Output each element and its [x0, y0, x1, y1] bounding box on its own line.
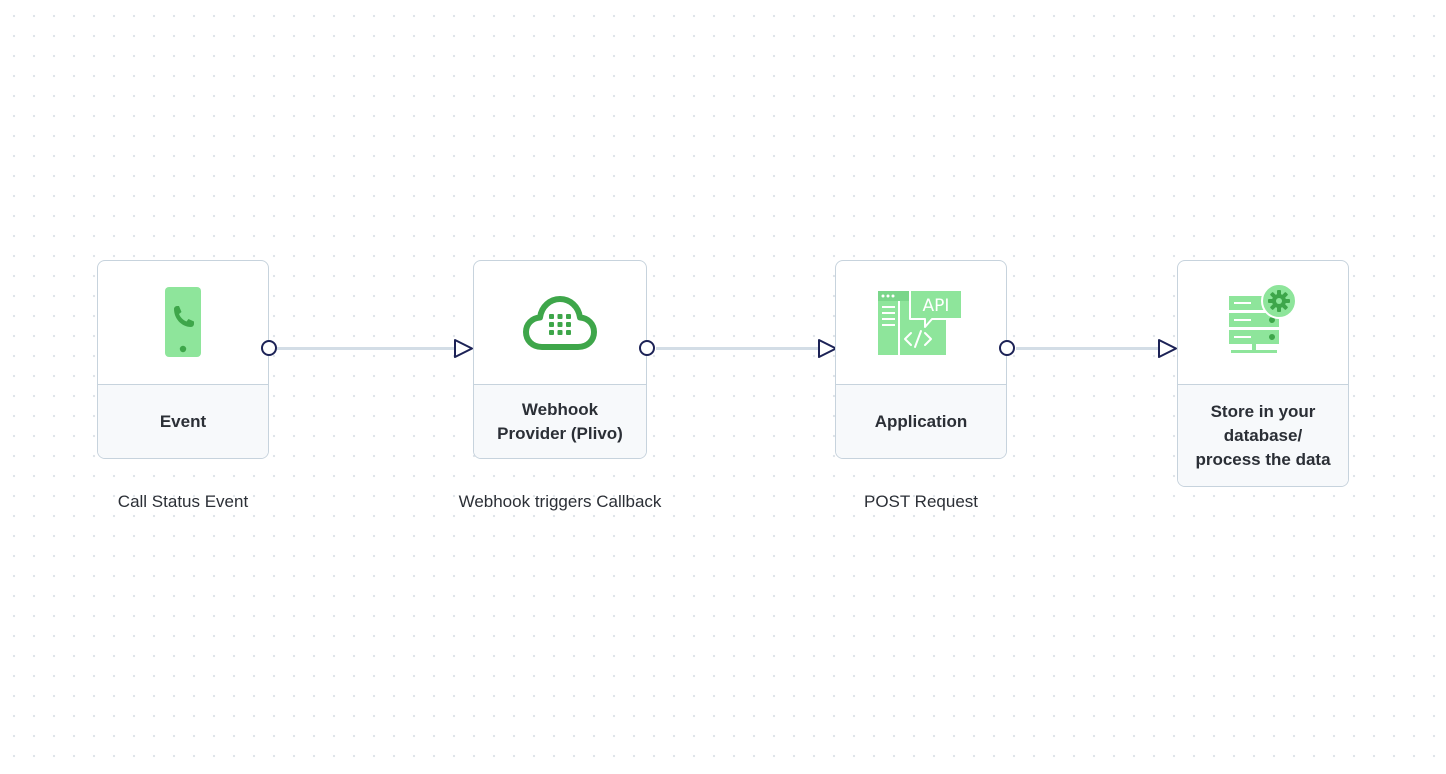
api-label: API: [923, 296, 950, 316]
arrowhead-webhook[interactable]: [454, 339, 473, 358]
caption-post-request: POST Request: [863, 492, 979, 511]
node-store-data[interactable]: Store in your database/ process the data: [1177, 260, 1349, 487]
node-webhook-label-area: Webhook Provider (Plivo): [474, 384, 646, 458]
arrowhead-application[interactable]: [818, 339, 837, 358]
node-application-label-area: Application: [836, 384, 1006, 458]
node-webhook-provider[interactable]: Webhook Provider (Plivo): [473, 260, 647, 459]
output-port-webhook[interactable]: [639, 340, 655, 356]
node-event[interactable]: Event: [97, 260, 269, 459]
node-label: Webhook Provider (Plivo): [497, 399, 623, 443]
server-gear-icon: [1229, 283, 1297, 353]
caption-webhook-triggers-callback: Webhook triggers Callback: [458, 492, 662, 511]
output-port-application[interactable]: [999, 340, 1015, 356]
node-application[interactable]: API Application: [835, 260, 1007, 459]
cloud-grid-icon: [523, 295, 597, 350]
node-label: Event: [159, 411, 207, 431]
node-event-label-area: Event: [98, 384, 268, 458]
node-event-icon-area: [98, 261, 268, 384]
output-port-event[interactable]: [261, 340, 277, 356]
node-application-icon-area: API: [836, 261, 1006, 384]
node-label: Store in your database/ process the data: [1195, 401, 1331, 469]
node-store-icon-area: [1178, 261, 1348, 384]
node-store-label-area: Store in your database/ process the data: [1178, 384, 1348, 486]
arrowhead-store[interactable]: [1158, 339, 1177, 358]
node-webhook-icon-area: [474, 261, 646, 384]
api-window-icon: API: [878, 289, 963, 355]
node-label: Application: [874, 411, 968, 431]
phone-icon: [165, 286, 201, 357]
caption-call-status-event: Call Status Event: [117, 492, 249, 511]
